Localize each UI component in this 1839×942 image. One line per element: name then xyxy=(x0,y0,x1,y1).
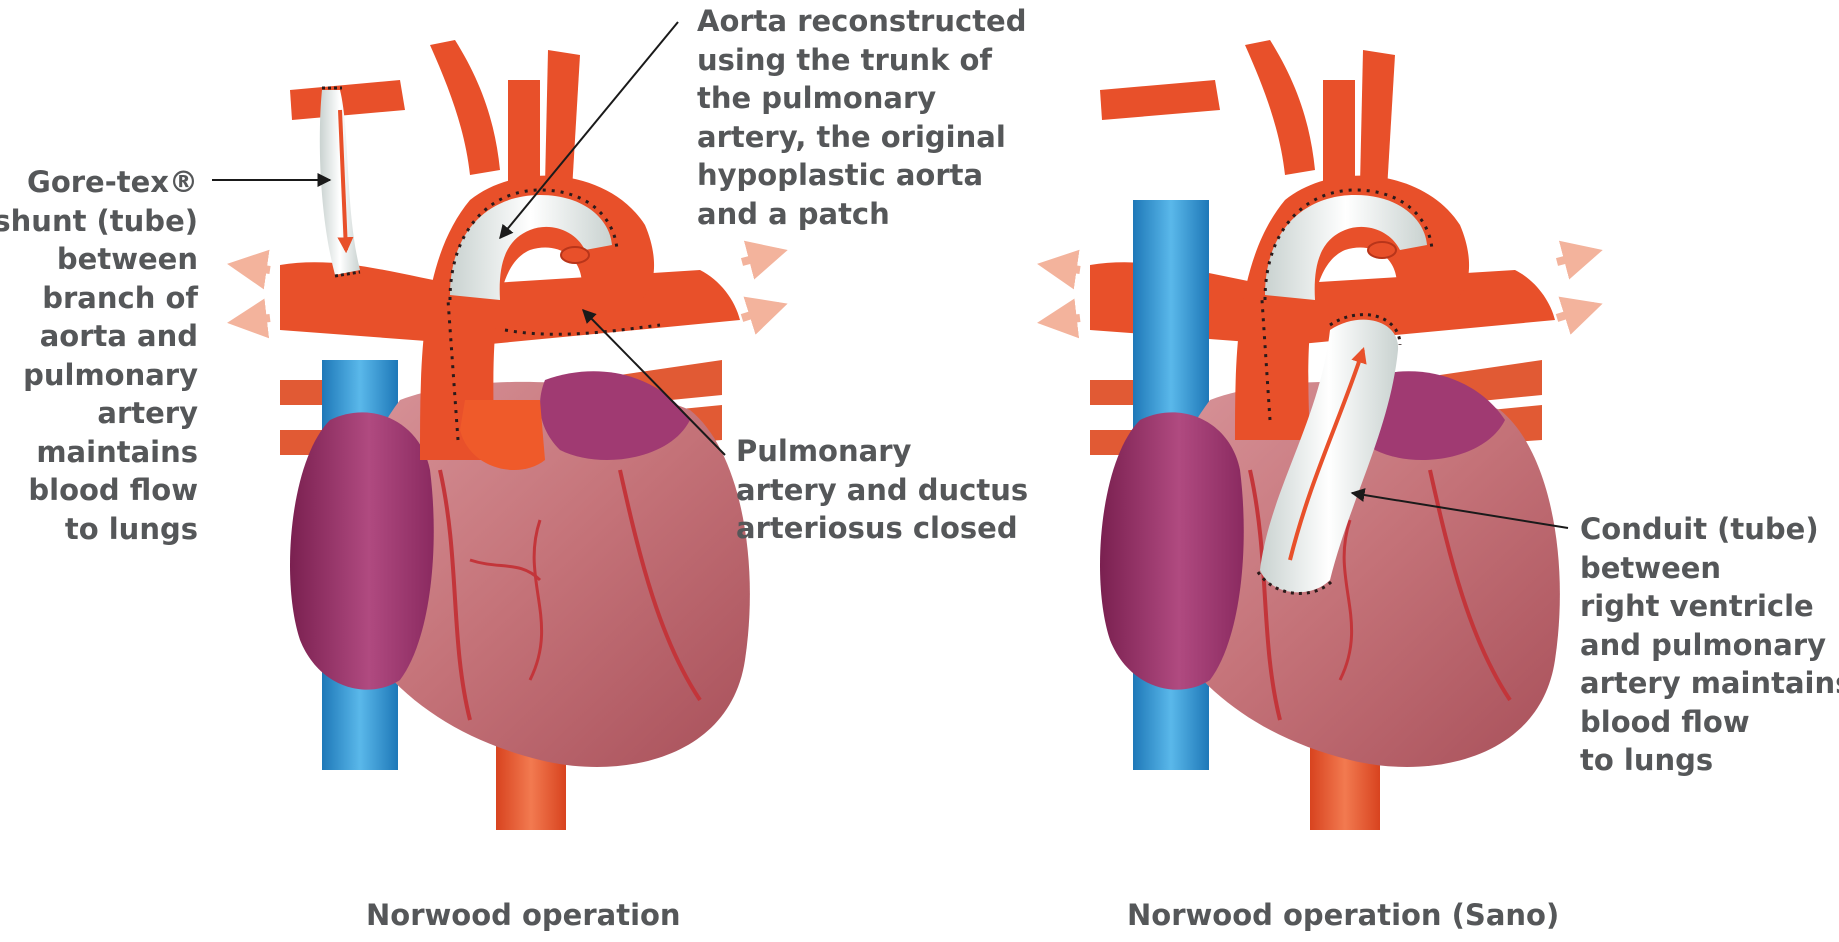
top-branch-left-4 xyxy=(545,50,580,190)
label-line: hypoplastic aorta xyxy=(697,156,1026,195)
caption-norwood-sano: Norwood operation (Sano) xyxy=(1127,898,1559,932)
label-line: maintains xyxy=(0,433,198,472)
label-line: artery, the original xyxy=(697,118,1026,157)
label-line: to lungs xyxy=(1580,741,1839,780)
label-line: Gore-tex® xyxy=(0,163,198,202)
label-pulmonary: Pulmonary artery and ductus arteriosus c… xyxy=(736,432,1028,548)
right-heart-illustration xyxy=(1045,40,1595,830)
label-line: artery xyxy=(0,394,198,433)
label-line: the pulmonary xyxy=(697,79,1026,118)
label-line: arteriosus closed xyxy=(736,509,1028,548)
label-line: artery maintains xyxy=(1580,664,1839,703)
label-line: and pulmonary xyxy=(1580,626,1839,665)
label-line: branch of xyxy=(0,279,198,318)
label-line: artery and ductus xyxy=(736,471,1028,510)
top-branch-left-3 xyxy=(508,80,540,185)
label-line: shunt (tube) xyxy=(0,202,198,241)
right-atrium-right xyxy=(1100,412,1244,689)
caption-norwood: Norwood operation xyxy=(366,898,681,932)
label-line: Pulmonary xyxy=(736,432,1028,471)
label-conduit: Conduit (tube) between right ventricle a… xyxy=(1580,510,1839,780)
label-line: right ventricle xyxy=(1580,587,1839,626)
label-line: blood flow xyxy=(1580,703,1839,742)
label-line: using the trunk of xyxy=(697,41,1026,80)
label-line: pulmonary xyxy=(0,356,198,395)
top-branch-left-2 xyxy=(430,40,500,175)
label-aorta: Aorta reconstructed using the trunk of t… xyxy=(697,2,1026,233)
label-shunt: Gore-tex® shunt (tube) between branch of… xyxy=(0,163,198,548)
label-line: between xyxy=(0,240,198,279)
label-line: between xyxy=(1580,549,1839,588)
label-line: Conduit (tube) xyxy=(1580,510,1839,549)
label-line: and a patch xyxy=(697,195,1026,234)
right-atrium-left xyxy=(290,412,434,689)
label-line: to lungs xyxy=(0,510,198,549)
label-line: blood flow xyxy=(0,471,198,510)
label-line: aorta and xyxy=(0,317,198,356)
top-branch-left xyxy=(290,80,405,120)
label-line: Aorta reconstructed xyxy=(697,2,1026,41)
